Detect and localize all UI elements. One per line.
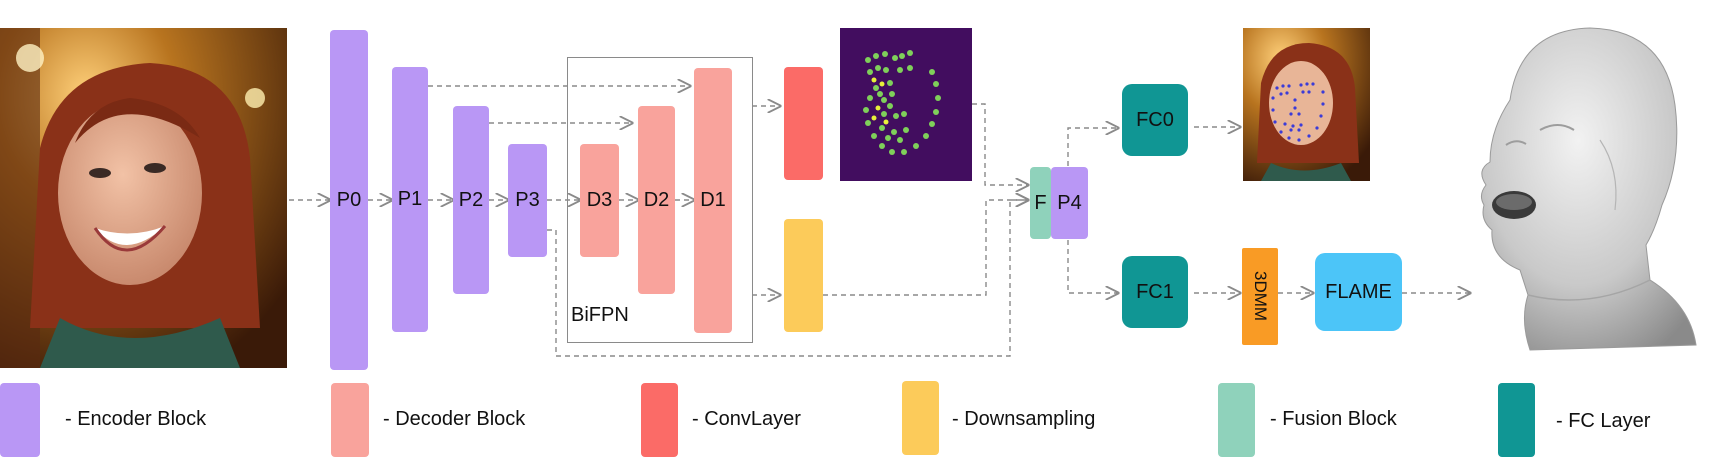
legend-swatch-fusion [1218,383,1255,457]
p4-label: P4 [1057,191,1082,214]
downsampling-block [784,219,823,332]
legend-label-decoder: - Decoder Block [383,408,526,430]
legend-label-fusion: - Fusion Block [1270,408,1397,430]
p1-label: P1 [397,188,423,210]
flame-block: FLAME [1315,253,1402,331]
decoder-block-d2: D2 [638,106,675,294]
legend-swatch-conv [641,383,678,457]
legend-label-downsampling: - Downsampling [952,408,1096,430]
legend-swatch-fc [1498,383,1535,457]
encoder-block-p2: P2 [453,106,489,294]
arrow-down-fusion [823,200,1028,296]
fc-layer-fc1: FC1 [1122,256,1188,328]
arrow-heatmap-fusion [972,103,1028,185]
p0-label: P0 [336,188,362,211]
3dmm-label: 3DMM [1251,271,1270,322]
encoder-block-p4: P4 [1051,167,1088,239]
landmark-heatmap-image [840,28,972,181]
legend-label-fc: - FC Layer [1556,410,1651,432]
d1-label: D1 [700,189,726,211]
arrow-p4-fc1 [1067,240,1118,293]
landmark-overlay-photo [1243,28,1370,181]
d3-label: D3 [586,189,613,211]
3dmm-block: 3DMM [1242,248,1278,345]
p2-label: P2 [458,188,484,211]
conv-layer-block [784,67,823,180]
head-mesh-render [1450,20,1700,360]
arrow-p4-fc0 [1067,128,1118,166]
legend-swatch-encoder [0,383,40,457]
fc0-label: FC0 [1136,108,1174,131]
flame-label: FLAME [1325,280,1392,303]
legend-swatch-downsampling [902,381,939,455]
fc1-label: FC1 [1136,280,1174,303]
legend-label-encoder: - Encoder Block [65,408,207,430]
encoder-block-p1: P1 [392,67,428,332]
fusion-label: F [1034,191,1047,214]
bifpn-container [567,57,753,343]
decoder-block-d3: D3 [580,144,619,257]
fusion-block: F [1030,167,1051,239]
decoder-block-d1: D1 [694,68,732,333]
d2-label: D2 [643,188,670,211]
p3-label: P3 [515,189,540,211]
legend-swatch-decoder [331,383,369,457]
encoder-block-p3: P3 [508,144,547,257]
input-face-photo [0,28,287,368]
bifpn-label: BiFPN [571,304,629,326]
encoder-block-p0: P0 [330,30,368,370]
legend-label-conv: - ConvLayer [692,408,801,430]
arrow-p3-bypass [547,200,1028,357]
fc-layer-fc0: FC0 [1122,84,1188,156]
